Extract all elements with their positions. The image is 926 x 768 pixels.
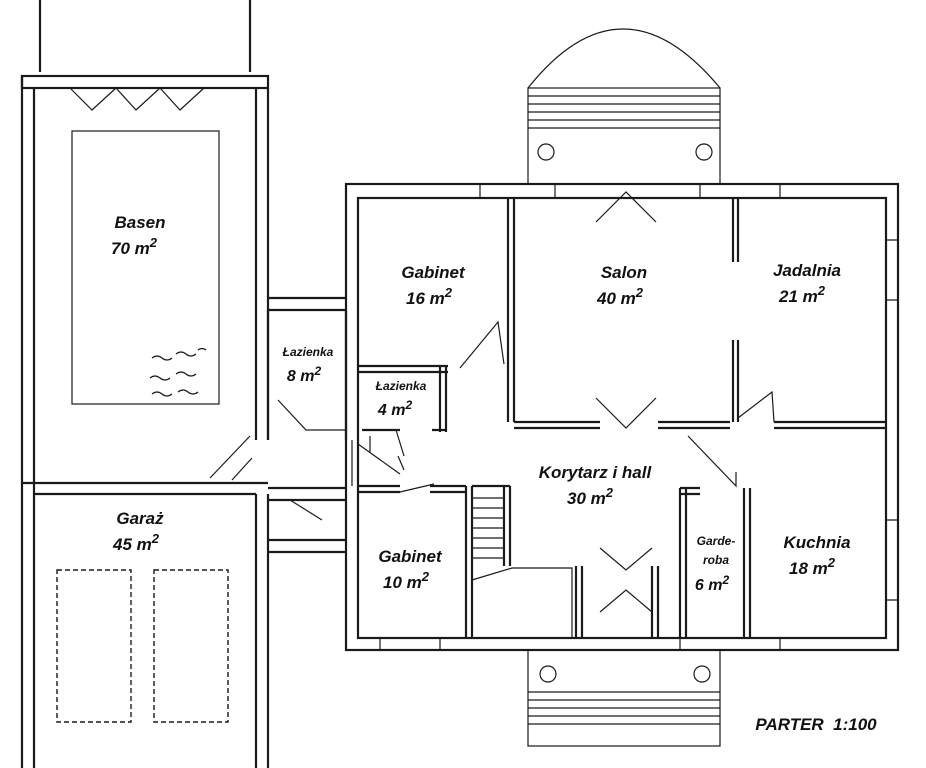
room-name: Łazienka — [375, 379, 427, 393]
room-area: 18 m — [789, 559, 828, 578]
room-name: Korytarz i hall — [539, 463, 653, 482]
bottom-terrace — [527, 649, 721, 747]
room-area: 10 m — [383, 573, 422, 592]
room-area-sup: 2 — [827, 555, 836, 570]
pool-water-icon — [149, 347, 207, 397]
room-name: Garaż — [116, 509, 164, 528]
room-label-gabinet-16: Gabinet 16 m2 — [401, 263, 466, 308]
room-label-garderoba: Garde- roba 6 m2 — [695, 534, 735, 594]
room-label-basen: Basen 70 m2 — [111, 213, 166, 258]
garage-walls — [56, 494, 270, 768]
room-label-salon: Salon 40 m2 — [596, 263, 647, 308]
room-area-sup: 2 — [605, 485, 614, 500]
room-area: 40 m — [596, 289, 636, 308]
room-name: Jadalnia — [773, 261, 841, 280]
svg-text:70 m2: 70 m2 — [111, 235, 158, 258]
room-name: Salon — [601, 263, 647, 282]
room-area-sup: 2 — [151, 531, 160, 546]
room-area: 6 m — [695, 577, 723, 594]
svg-text:45 m2: 45 m2 — [112, 531, 160, 554]
room-area-sup: 2 — [817, 283, 826, 298]
room-label-jadalnia: Jadalnia 21 m2 — [773, 261, 841, 306]
room-name-2: roba — [703, 553, 729, 567]
room-area: 45 m — [112, 535, 152, 554]
svg-text:6 m2: 6 m2 — [695, 573, 730, 594]
room-label-korytarz: Korytarz i hall 30 m2 — [539, 463, 653, 508]
room-area-sup: 2 — [635, 285, 644, 300]
room-name: Kuchnia — [783, 533, 850, 552]
room-area: 16 m — [406, 289, 445, 308]
room-area: 8 m — [287, 368, 315, 385]
room-label-lazienka-4: Łazienka 4 m2 — [375, 379, 427, 419]
svg-text:18 m2: 18 m2 — [789, 555, 836, 578]
room-area: 70 m — [111, 239, 150, 258]
room-area-sup: 2 — [444, 285, 453, 300]
room-label-kuchnia: Kuchnia 18 m2 — [783, 533, 850, 578]
room-area: 21 m — [778, 287, 818, 306]
svg-text:4 m2: 4 m2 — [377, 398, 413, 419]
svg-text:30 m2: 30 m2 — [567, 485, 614, 508]
room-area: 4 m — [377, 402, 406, 419]
room-label-gabinet-10: Gabinet 10 m2 — [378, 547, 443, 592]
top-terrace — [527, 28, 721, 185]
room-name: Basen — [114, 213, 165, 232]
room-area-sup: 2 — [721, 573, 729, 587]
svg-text:10 m2: 10 m2 — [383, 569, 430, 592]
svg-text:40 m2: 40 m2 — [596, 285, 644, 308]
room-name: Gabinet — [401, 263, 466, 282]
svg-text:16 m2: 16 m2 — [406, 285, 453, 308]
room-area-sup: 2 — [313, 364, 321, 378]
pool-hall-walls — [20, 0, 270, 768]
svg-text:21 m2: 21 m2 — [778, 283, 826, 306]
room-area-sup: 2 — [149, 235, 158, 250]
room-name: Gabinet — [378, 547, 443, 566]
room-name: Łazienka — [282, 345, 334, 359]
room-name: Garde- — [697, 534, 736, 548]
connector-walls — [209, 296, 348, 554]
plan-caption: PARTER 1:100 — [755, 715, 877, 734]
room-label-lazienka-8: Łazienka 8 m2 — [282, 345, 334, 385]
room-area-sup: 2 — [421, 569, 430, 584]
svg-text:8 m2: 8 m2 — [287, 364, 322, 385]
room-area: 30 m — [567, 489, 606, 508]
room-label-garaz: Garaż 45 m2 — [112, 509, 164, 554]
room-area-sup: 2 — [404, 398, 412, 412]
